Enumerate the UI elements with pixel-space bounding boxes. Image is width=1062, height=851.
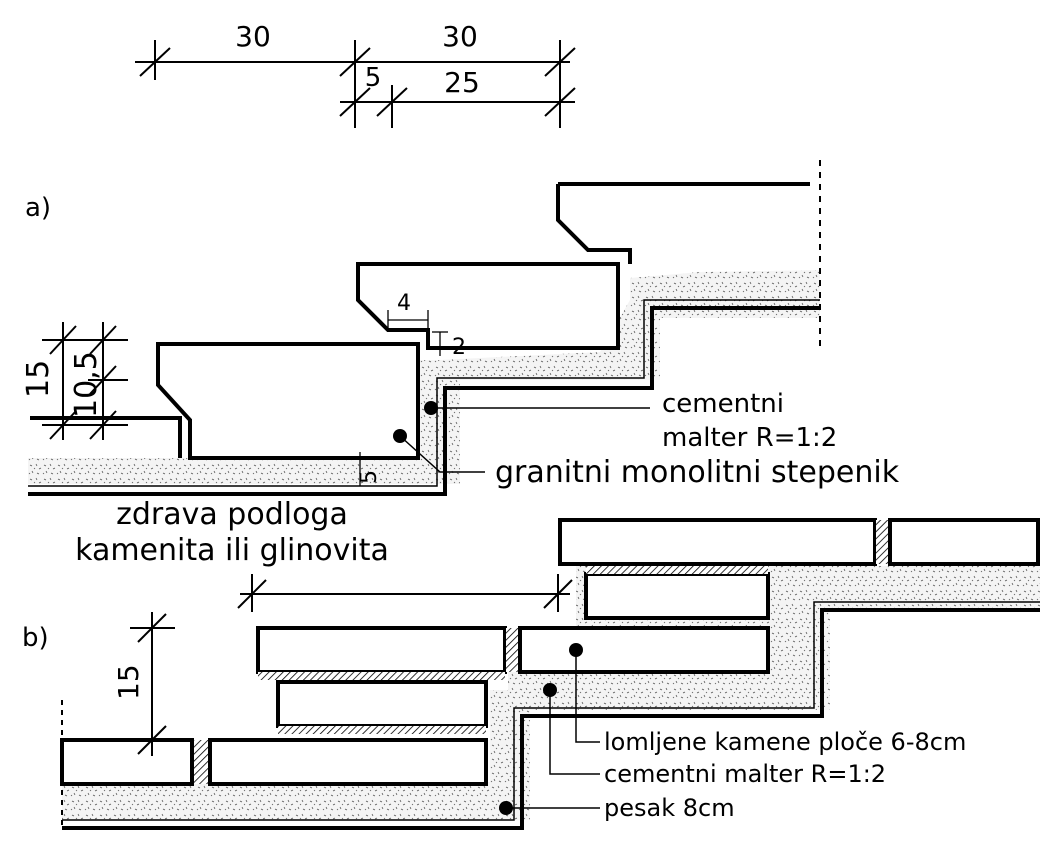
section-a-step-2 — [356, 262, 620, 350]
slab-low-2 — [208, 738, 488, 786]
label-ground-line1: zdrava podloga — [116, 497, 348, 532]
section-b-ground-outline — [62, 608, 1040, 830]
dim-5-vertical: 5 — [357, 470, 382, 484]
slab-top-under — [584, 572, 770, 620]
label-mortar-a-line2: malter R=1:2 — [662, 423, 837, 453]
dim-15-b: 15 — [112, 664, 145, 700]
section-a-concrete-bed — [28, 270, 820, 484]
label-mortar-a-line1: cementni — [662, 389, 784, 419]
dim-25: 25 — [444, 66, 480, 99]
slab-mid-1 — [256, 626, 507, 674]
top-dimension-chain — [135, 40, 576, 128]
slab-mid-under — [276, 680, 488, 728]
section-a-tag: a) — [25, 193, 51, 223]
label-sand: pesak 8cm — [604, 794, 735, 822]
slab-top-1 — [558, 518, 877, 566]
label-slabs: lomljene kamene ploče 6-8cm — [604, 728, 966, 756]
section-a-step-lowest — [30, 416, 182, 458]
dim-10-5: 10,5 — [69, 351, 104, 418]
dim-15-a: 15 — [21, 360, 56, 398]
section-b-tag: b) — [22, 623, 49, 653]
slab-low-1 — [60, 738, 194, 786]
dim-top-left: 30 — [235, 20, 271, 53]
dim-2: 2 — [452, 335, 466, 360]
section-b-joints — [194, 520, 888, 784]
section-a-ground-outline — [28, 306, 820, 496]
label-granite-step: granitni monolitni stepenik — [495, 455, 900, 490]
dim-4: 4 — [397, 291, 411, 316]
slab-mid-2 — [518, 626, 770, 674]
slab-top-2 — [888, 518, 1040, 566]
section-a-left-dims — [42, 322, 128, 440]
section-a-step-1 — [156, 342, 420, 460]
label-ground-line2: kamenita ili glinovita — [75, 533, 389, 568]
dim-5: 5 — [365, 63, 382, 93]
section-a-small-dims — [359, 310, 448, 486]
section-a-step-3 — [556, 182, 810, 264]
section-b-dims — [130, 574, 573, 756]
dim-top-right: 30 — [442, 20, 478, 53]
label-mortar-b: cementni malter R=1:2 — [604, 760, 886, 788]
